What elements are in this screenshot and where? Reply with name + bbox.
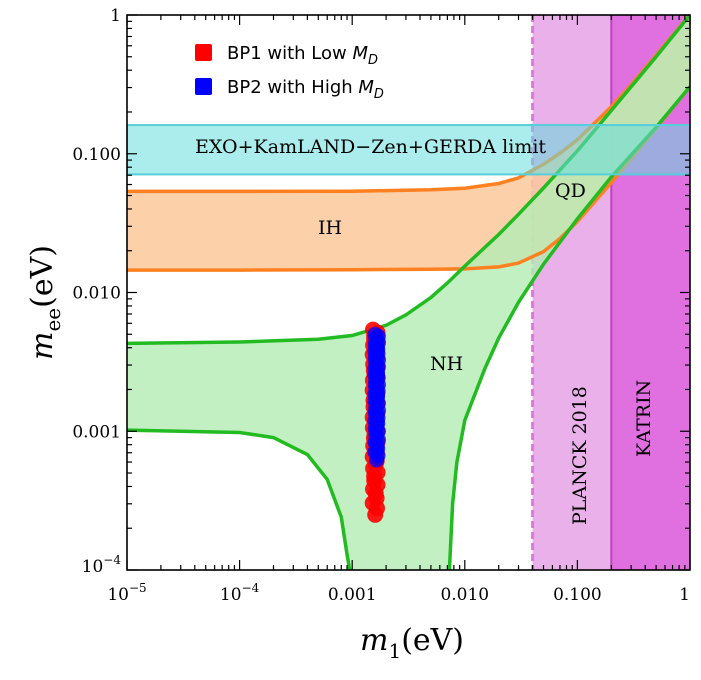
exo-limit-band <box>127 124 690 176</box>
x-tick-label: 10−5 <box>107 581 146 605</box>
legend-label-bp1: BP1 with Low MD <box>227 43 378 68</box>
ih-label: IH <box>318 217 342 239</box>
legend-swatch-bp2 <box>195 78 212 95</box>
y-axis-label: mee(eV) <box>25 245 65 360</box>
y-tick-label: 0.100 <box>72 145 121 165</box>
nh-lower-left-line <box>127 428 352 570</box>
y-tick-label: 1 <box>110 6 121 26</box>
x-tick-label: 0.010 <box>440 585 489 605</box>
x-axis-label: m1(eV) <box>360 623 464 663</box>
bp2-series <box>367 326 386 468</box>
x-tick-label: 1 <box>679 585 690 605</box>
qd-label: QD <box>555 180 586 202</box>
legend: BP1 with Low MD BP2 with High MD <box>195 43 384 102</box>
legend-swatch-bp1 <box>195 44 212 61</box>
y-tick-label: 0.010 <box>72 284 121 304</box>
x-tick-label: 10−4 <box>220 581 260 605</box>
legend-label-bp2: BP2 with High MD <box>227 77 384 102</box>
x-tick-label: 0.100 <box>553 585 602 605</box>
exo-limit-label: EXO+KamLAND−Zen+GERDA limit <box>195 136 546 158</box>
nh-label: NH <box>430 353 463 375</box>
x-tick-label: 0.001 <box>328 585 377 605</box>
y-tick-label: 0.001 <box>72 422 121 442</box>
planck-label: PLANCK 2018 <box>569 386 591 525</box>
y-tick-label: 10−4 <box>82 553 122 577</box>
data-point <box>367 326 383 342</box>
axis-ticks: 10−5 10−4 0.001 0.010 0.100 1 10−4 0.001 0.010 0.… <box>72 6 691 605</box>
nh-region <box>127 15 690 570</box>
katrin-label: KATRIN <box>633 380 655 457</box>
